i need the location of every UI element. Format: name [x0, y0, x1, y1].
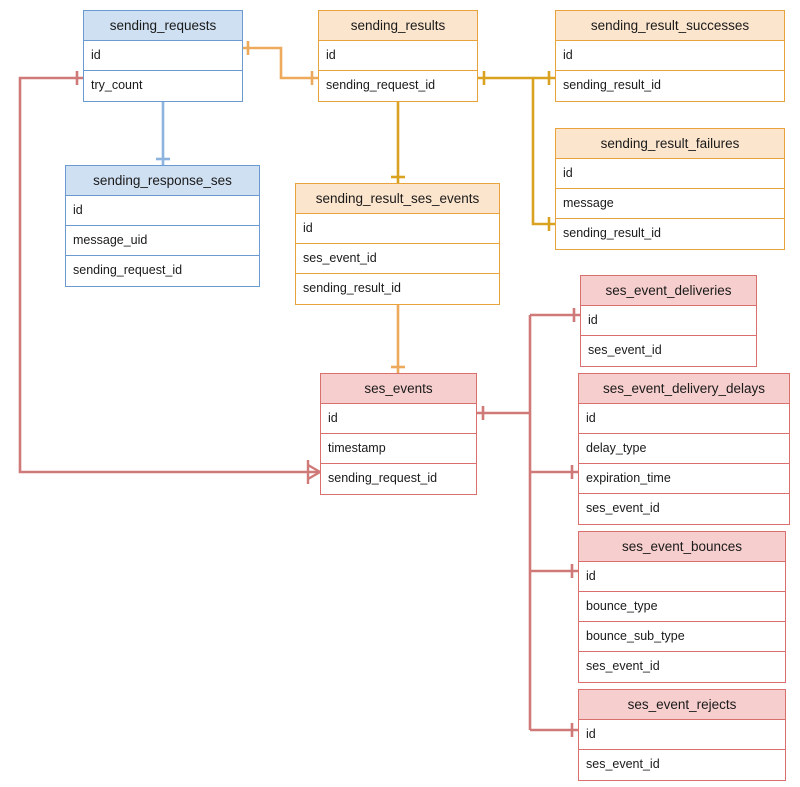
entity-field-ses_event_delivery_delays-delay_type[interactable]: delay_type: [579, 434, 789, 464]
entity-title-sending_result_ses_events: sending_result_ses_events: [296, 184, 499, 214]
entity-field-sending_requests-id[interactable]: id: [84, 41, 242, 71]
edge-result-ses-events-to-ses-events: [391, 296, 405, 373]
entity-field-sending_requests-try_count[interactable]: try_count: [84, 71, 242, 101]
entity-title-sending_result_failures: sending_result_failures: [556, 129, 784, 159]
entity-field-ses_event_bounces-id[interactable]: id: [579, 562, 785, 592]
entity-field-ses_events-sending_request_id[interactable]: sending_request_id: [321, 464, 476, 494]
entity-title-sending_results: sending_results: [319, 11, 477, 41]
entity-field-sending_result_failures-id[interactable]: id: [556, 159, 784, 189]
entity-field-ses_event_delivery_delays-id[interactable]: id: [579, 404, 789, 434]
entity-field-ses_event_delivery_delays-ses_event_id[interactable]: ses_event_id: [579, 494, 789, 524]
entity-field-ses_event_bounces-bounce_sub_type[interactable]: bounce_sub_type: [579, 622, 785, 652]
entity-field-ses_event_delivery_delays-expiration_time[interactable]: expiration_time: [579, 464, 789, 494]
entity-field-ses_event_bounces-bounce_type[interactable]: bounce_type: [579, 592, 785, 622]
entity-field-sending_response_ses-sending_request_id[interactable]: sending_request_id: [66, 256, 259, 286]
entity-field-sending_result_failures-sending_result_id[interactable]: sending_result_id: [556, 219, 784, 249]
entity-field-sending_result_successes-id[interactable]: id: [556, 41, 784, 71]
edge-requests-to-results: [243, 41, 318, 85]
entity-field-ses_event_deliveries-ses_event_id[interactable]: ses_event_id: [581, 336, 756, 366]
entity-field-sending_results-id[interactable]: id: [319, 41, 477, 71]
entity-title-ses_events: ses_events: [321, 374, 476, 404]
entity-title-ses_event_bounces: ses_event_bounces: [579, 532, 785, 562]
entity-title-sending_result_successes: sending_result_successes: [556, 11, 784, 41]
entity-field-sending_result_failures-message[interactable]: message: [556, 189, 784, 219]
entity-field-sending_result_ses_events-id[interactable]: id: [296, 214, 499, 244]
entity-field-ses_event_rejects-ses_event_id[interactable]: ses_event_id: [579, 750, 785, 780]
entity-field-ses_event_rejects-id[interactable]: id: [579, 720, 785, 750]
entity-field-ses_event_bounces-ses_event_id[interactable]: ses_event_id: [579, 652, 785, 682]
entity-field-sending_result_successes-sending_result_id[interactable]: sending_result_id: [556, 71, 784, 101]
entity-field-sending_response_ses-message_uid[interactable]: message_uid: [66, 226, 259, 256]
edge-requests-to-response-ses: [156, 91, 170, 165]
entity-field-sending_results-sending_request_id[interactable]: sending_request_id: [319, 71, 477, 101]
entity-field-ses_event_deliveries-id[interactable]: id: [581, 306, 756, 336]
entity-title-ses_event_rejects: ses_event_rejects: [579, 690, 785, 720]
entity-field-sending_result_ses_events-ses_event_id[interactable]: ses_event_id: [296, 244, 499, 274]
entity-field-sending_result_ses_events-sending_result_id[interactable]: sending_result_id: [296, 274, 499, 304]
edge-results-to-result-ses-events: [391, 91, 405, 183]
entity-field-ses_events-timestamp[interactable]: timestamp: [321, 434, 476, 464]
entity-field-ses_events-id[interactable]: id: [321, 404, 476, 434]
entity-title-ses_event_deliveries: ses_event_deliveries: [581, 276, 756, 306]
entity-field-sending_response_ses-id[interactable]: id: [66, 196, 259, 226]
entity-title-ses_event_delivery_delays: ses_event_delivery_delays: [579, 374, 789, 404]
edge-ses-events-to-subtype-tables: [477, 308, 580, 737]
entity-title-sending_requests: sending_requests: [84, 11, 242, 41]
entity-title-sending_response_ses: sending_response_ses: [66, 166, 259, 196]
